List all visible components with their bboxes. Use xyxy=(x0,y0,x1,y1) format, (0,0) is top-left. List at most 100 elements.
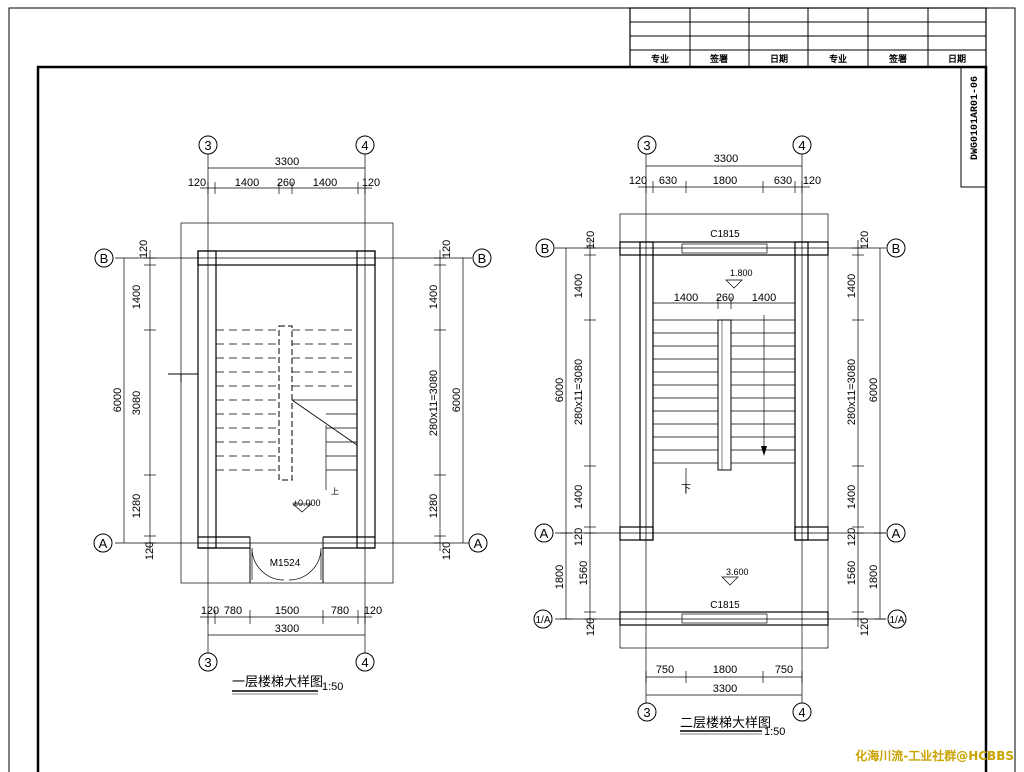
p2-left-sub-total: 1800 xyxy=(554,565,566,589)
p2-inner-part: 1400 xyxy=(674,292,698,304)
svg-text:3: 3 xyxy=(643,138,650,153)
p2-top-part: 630 xyxy=(659,175,677,187)
p2-right-part: 280x11=3080 xyxy=(846,359,858,425)
p1-top-total: 3300 xyxy=(275,156,299,168)
p2-top-part: 120 xyxy=(803,175,821,187)
svg-text:4: 4 xyxy=(361,138,368,153)
axis-4-bottom: 4 xyxy=(792,702,812,722)
drawing-border xyxy=(36,65,988,772)
axis-4-top: 4 xyxy=(355,135,375,155)
p1-right-total: 6000 xyxy=(451,388,463,412)
p1-left-part: 120 xyxy=(138,240,150,258)
svg-text:4: 4 xyxy=(798,705,805,720)
plan-2: 3 4 3 4 B B A A 1/A 1/A 3300 120 630 180… xyxy=(533,135,907,738)
p2-left-part: 120 xyxy=(573,528,585,546)
p2-top-part: 1800 xyxy=(713,175,737,187)
axis-4-bottom: 4 xyxy=(355,652,375,672)
p2-window-bottom: C1815 xyxy=(710,600,740,611)
p2-level-lower: 3.600 xyxy=(726,567,749,577)
axis-3-top: 3 xyxy=(198,135,218,155)
axis-1A-left: 1/A xyxy=(533,609,553,629)
svg-text:B: B xyxy=(478,251,487,266)
plan-2-scale: 1:50 xyxy=(764,726,785,738)
p1-bottom-part: 780 xyxy=(224,605,242,617)
p1-right-part: 120 xyxy=(441,542,453,560)
p2-top-part: 120 xyxy=(629,175,647,187)
axis-4-top: 4 xyxy=(792,135,812,155)
p1-bottom-total: 3300 xyxy=(275,623,299,635)
p1-bottom-part: 780 xyxy=(331,605,349,617)
p1-bottom-part: 1500 xyxy=(275,605,299,617)
p1-bottom-part: 120 xyxy=(364,605,382,617)
p2-right-total: 6000 xyxy=(868,378,880,402)
axis-B-left: B xyxy=(94,248,114,268)
axis-A-right: A xyxy=(468,533,488,553)
p2-window-top: C1815 xyxy=(710,229,740,240)
axis-3-top: 3 xyxy=(637,135,657,155)
p1-door-label: M1524 xyxy=(270,558,301,569)
p2-bottom-part: 750 xyxy=(775,664,793,676)
p2-inner-part: 1400 xyxy=(752,292,776,304)
svg-text:1/A: 1/A xyxy=(535,615,550,626)
tb-header-3: 日期 xyxy=(770,53,788,64)
plan-2-title: 二层楼梯大样图 xyxy=(680,715,771,730)
p2-left-part: 1400 xyxy=(573,274,585,298)
svg-text:A: A xyxy=(474,536,483,551)
svg-text:1/A: 1/A xyxy=(889,615,904,626)
axis-3-bottom: 3 xyxy=(637,702,657,722)
p2-stair-treads xyxy=(653,319,795,464)
svg-text:4: 4 xyxy=(798,138,805,153)
tb-header-2: 签署 xyxy=(709,53,728,64)
p1-left-part: 3080 xyxy=(131,391,143,415)
p1-up-label: 上 xyxy=(331,487,339,496)
tb-header-5: 签署 xyxy=(888,53,907,64)
p2-right-part: 1400 xyxy=(846,274,858,298)
p2-right-sub-part: 1560 xyxy=(846,561,858,585)
p1-left-part: 120 xyxy=(144,542,156,560)
plan-1: 3 4 3 4 B B A A 3300 120 1400 260 1400 1… xyxy=(93,135,492,695)
p2-level-upper: 1.800 xyxy=(730,268,753,278)
plan-1-scale: 1:50 xyxy=(322,681,343,693)
tb-header-4: 专业 xyxy=(829,53,847,64)
svg-text:3: 3 xyxy=(643,705,650,720)
drawing-number: DWG0101AR01-06 xyxy=(970,76,981,160)
axis-B-left: B xyxy=(535,238,555,258)
axis-A-left: A xyxy=(93,533,113,553)
title-block: 专业 签署 日期 专业 签署 日期 DWG0101AR01-06 xyxy=(629,7,987,188)
p1-right-part: 1280 xyxy=(428,494,440,518)
axis-3-bottom: 3 xyxy=(198,652,218,672)
p2-down-label: 下 xyxy=(681,484,691,495)
axis-A-left: A xyxy=(534,523,554,543)
p2-left-sub-part: 120 xyxy=(585,618,597,636)
p1-left-part: 1400 xyxy=(131,285,143,309)
p1-right-part: 120 xyxy=(441,240,453,258)
p1-top-part: 260 xyxy=(277,177,295,189)
p1-bottom-part: 120 xyxy=(201,605,219,617)
p2-right-part: 120 xyxy=(846,528,858,546)
p1-right-part: 1400 xyxy=(428,285,440,309)
svg-text:A: A xyxy=(892,526,901,541)
p2-left-part: 1400 xyxy=(573,485,585,509)
p2-bottom-total: 3300 xyxy=(713,683,737,695)
tb-header-6: 日期 xyxy=(948,53,966,64)
svg-text:3: 3 xyxy=(204,138,211,153)
p2-bottom-part: 1800 xyxy=(713,664,737,676)
svg-text:B: B xyxy=(541,241,550,256)
svg-text:3: 3 xyxy=(204,655,211,670)
p2-left-sub-part: 1560 xyxy=(578,561,590,585)
p1-top-part: 1400 xyxy=(235,177,259,189)
p1-left-part: 1280 xyxy=(131,494,143,518)
p2-right-sub-total: 1800 xyxy=(868,565,880,589)
p2-left-part: 280x11=3080 xyxy=(573,359,585,425)
axis-B-right: B xyxy=(472,248,492,268)
p2-top-part: 630 xyxy=(774,175,792,187)
p2-top-total: 3300 xyxy=(714,153,738,165)
svg-text:B: B xyxy=(892,241,901,256)
p1-stair-treads xyxy=(216,329,357,471)
p1-left-total: 6000 xyxy=(112,388,124,412)
p2-right-part: 1400 xyxy=(846,485,858,509)
axis-1A-right: 1/A xyxy=(887,609,907,629)
p2-inner-part: 260 xyxy=(716,292,734,304)
p2-bottom-part: 750 xyxy=(656,664,674,676)
